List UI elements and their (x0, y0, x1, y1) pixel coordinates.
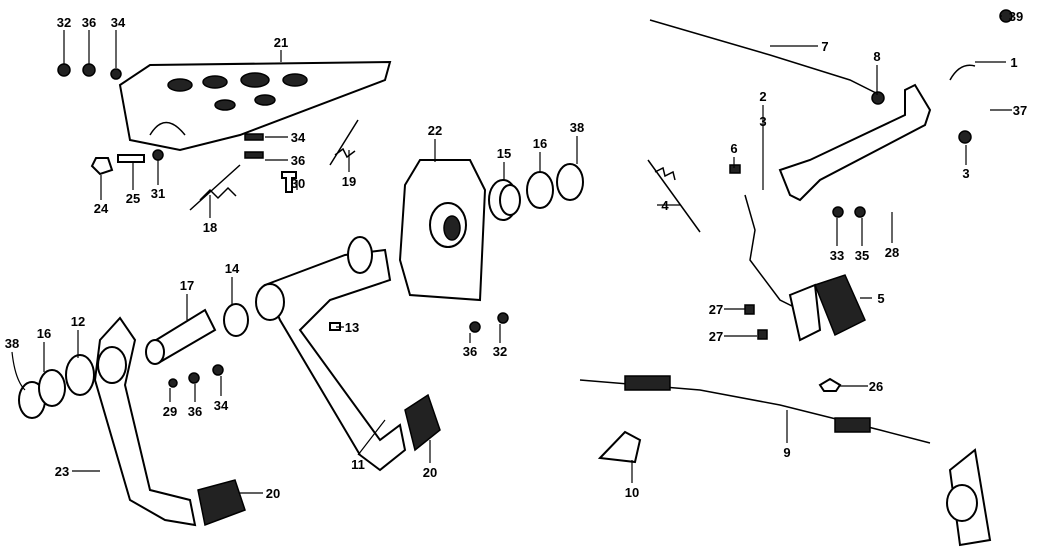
hardware-parts (57, 63, 359, 211)
callout-17: 17 (180, 278, 194, 293)
callout-31: 31 (151, 186, 165, 201)
callout-35: 35 (855, 248, 869, 263)
pedal-housing-part (398, 159, 487, 302)
clutch-cable-part (579, 375, 992, 547)
callout-26: 26 (869, 379, 883, 394)
callout-36: 36 (82, 15, 96, 30)
callout-5: 5 (877, 291, 884, 306)
callout-13: 13 (345, 320, 359, 335)
callout-20: 20 (266, 486, 280, 501)
callout-12: 12 (71, 314, 85, 329)
callout-34: 34 (291, 130, 306, 145)
callout-6: 6 (730, 141, 737, 156)
callout-8: 8 (873, 49, 880, 64)
clutch-pedal-part (255, 236, 441, 472)
callout-36: 36 (463, 344, 477, 359)
callout-33: 33 (830, 248, 844, 263)
callout-11: 11 (351, 457, 365, 472)
callout-23: 23 (55, 464, 69, 479)
callout-16: 16 (37, 326, 51, 341)
callout-38: 38 (5, 336, 19, 351)
callout-32: 32 (57, 15, 71, 30)
callout-21: 21 (274, 35, 288, 50)
callout-9: 9 (783, 445, 790, 460)
bushing-parts (488, 163, 584, 221)
callout-20: 20 (423, 465, 437, 480)
callout-34: 34 (214, 398, 229, 413)
callout-39: 39 (1009, 9, 1023, 24)
callout-labels: 32 36 34 21 34 36 19 30 31 25 24 18 22 1… (5, 9, 1027, 501)
shaft-parts (145, 303, 341, 388)
callout-22: 22 (428, 123, 442, 138)
callout-28: 28 (885, 245, 899, 260)
throttle-parts (647, 9, 1013, 342)
callout-32: 32 (493, 344, 507, 359)
callout-36: 36 (291, 153, 305, 168)
callout-2: 2 (759, 89, 766, 104)
callout-38: 38 (570, 120, 584, 135)
callout-1: 1 (1010, 55, 1017, 70)
callout-19: 19 (342, 174, 356, 189)
callout-3: 3 (759, 114, 766, 129)
callout-34: 34 (111, 15, 126, 30)
callout-14: 14 (225, 261, 240, 276)
callout-16: 16 (533, 136, 547, 151)
callout-36: 36 (188, 404, 202, 419)
callout-10: 10 (625, 485, 639, 500)
callout-7: 7 (821, 39, 828, 54)
leader-lines (11, 15, 1012, 494)
callout-24: 24 (94, 201, 109, 216)
pedal-bracket-part (118, 60, 392, 152)
callout-25: 25 (126, 191, 140, 206)
callout-37: 37 (1013, 103, 1027, 118)
callout-3: 3 (962, 166, 969, 181)
brake-pedal-part (18, 316, 246, 527)
callout-30: 30 (291, 176, 305, 191)
callout-18: 18 (203, 220, 217, 235)
callout-15: 15 (497, 146, 511, 161)
callout-4: 4 (661, 198, 669, 213)
callout-27: 27 (709, 329, 723, 344)
callout-29: 29 (163, 404, 177, 419)
callout-27: 27 (709, 302, 723, 317)
